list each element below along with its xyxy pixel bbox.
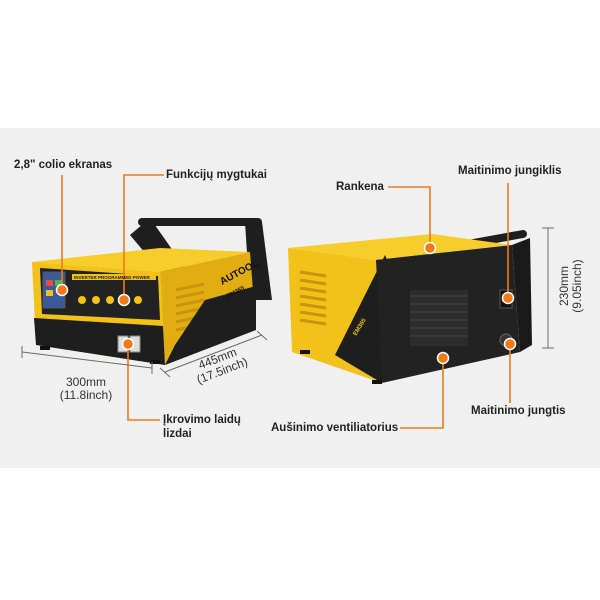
dimension-width-inch: (11.8inch) bbox=[59, 388, 113, 402]
callout-charging-socket-line2: lizdai bbox=[163, 428, 192, 440]
fan-grille bbox=[410, 290, 468, 346]
callout-power-connector: Maitinimo jungtis bbox=[471, 405, 566, 417]
dimension-height: 230mm (9.05inch) bbox=[557, 241, 584, 331]
callout-handle: Rankena bbox=[336, 181, 384, 193]
callout-cooling-fan: Aušinimo ventiliatorius bbox=[271, 422, 399, 434]
callout-power-switch: Maitinimo jungiklis bbox=[458, 165, 562, 177]
dimension-height-inch: (9.05inch) bbox=[570, 259, 584, 313]
callout-dots bbox=[55, 241, 517, 365]
dimension-lines bbox=[21, 227, 554, 378]
callout-charging-socket-line1: Įkrovimo laidų bbox=[163, 414, 241, 426]
callout-function-buttons: Funkcijų mygtukai bbox=[166, 169, 267, 181]
right-device bbox=[288, 230, 532, 384]
dimension-width: 300mm (11.8inch) bbox=[46, 376, 126, 402]
dimension-width-mm: 300mm bbox=[65, 375, 106, 389]
panel-text: INVERTER PROGRAMMED POWER bbox=[74, 275, 151, 280]
callout-lines bbox=[61, 174, 511, 429]
callout-screen: 2,8" colio ekranas bbox=[14, 159, 113, 171]
